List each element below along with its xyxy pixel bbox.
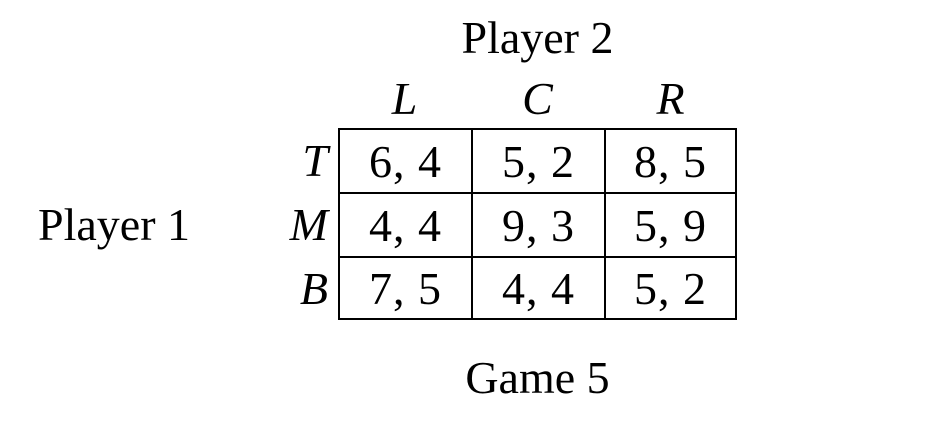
payoff-cell-B-C: 4, 4 — [471, 256, 604, 320]
payoff-cell-B-L: 7, 5 — [338, 256, 471, 320]
figure-layout: Player 2 L C R Player 1 T M B 6, 4 5, 2 … — [38, 6, 737, 420]
payoff-cell-M-C: 9, 3 — [471, 192, 604, 256]
column-header-L: L — [391, 72, 418, 124]
column-header-C: C — [522, 72, 553, 124]
row-header-B: B — [299, 262, 328, 314]
game-caption: Game 5 — [465, 351, 610, 403]
row-header-M: M — [289, 198, 328, 250]
payoff-cell-T-L: 6, 4 — [338, 128, 471, 192]
player-1-label: Player 1 — [38, 198, 191, 250]
row-header-T: T — [302, 134, 328, 186]
payoff-cell-T-R: 8, 5 — [604, 128, 737, 192]
player-2-label: Player 2 — [461, 11, 614, 63]
column-header-R: R — [656, 72, 685, 124]
payoff-cell-B-R: 5, 2 — [604, 256, 737, 320]
payoff-cell-T-C: 5, 2 — [471, 128, 604, 192]
payoff-cell-M-R: 5, 9 — [604, 192, 737, 256]
payoff-cell-M-L: 4, 4 — [338, 192, 471, 256]
